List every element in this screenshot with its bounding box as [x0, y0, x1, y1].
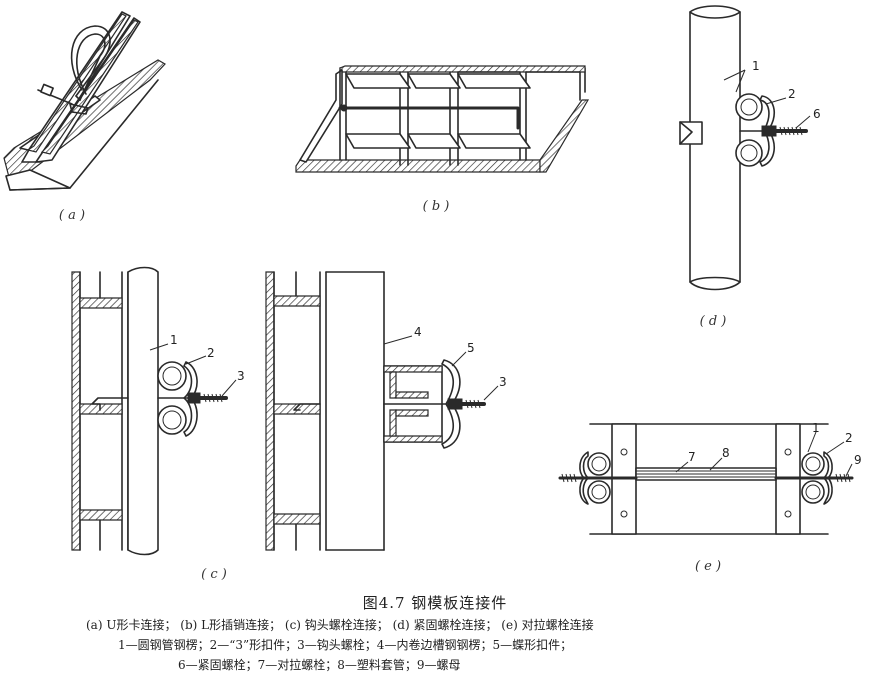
- callout-d-6: 6: [813, 107, 821, 121]
- callout-e-8: 8: [722, 446, 730, 460]
- panel-e-tie-bolt: [558, 423, 854, 535]
- callout-e-7: 7: [688, 450, 696, 464]
- callout-c-3b: 3: [499, 375, 507, 389]
- callout-e-1: 1: [812, 421, 820, 435]
- callout-e-9: 9: [854, 453, 862, 467]
- callout-d-2: 2: [788, 87, 796, 101]
- callout-c-5: 5: [467, 341, 475, 355]
- sublabel-d: ( d ): [700, 314, 727, 329]
- callout-c-1: 1: [170, 333, 178, 347]
- sublabel-c: ( c ): [201, 567, 227, 582]
- panel-c-right: [265, 271, 499, 551]
- panel-d-fastening-bolt: [679, 5, 811, 291]
- sublabel-b: ( b ): [423, 199, 450, 214]
- callout-d-1: 1: [752, 59, 760, 73]
- callout-c-2: 2: [207, 346, 215, 360]
- panel-b-l-pin: [295, 65, 590, 173]
- legend-line-3: 6—紧固螺栓；7—对拉螺栓；8—塑料套管；9—螺母: [178, 658, 461, 672]
- callout-c-3: 3: [237, 369, 245, 383]
- legend-line-1: (a) U形卡连接； (b) L形插销连接； (c) 钩头螺栓连接； (d) 紧…: [86, 618, 594, 632]
- sublabel-e: ( e ): [695, 559, 721, 574]
- figure-caption: 图4.7 钢模板连接件: [362, 594, 508, 612]
- callout-c-4: 4: [414, 325, 422, 339]
- panel-a-u-clip: [3, 11, 166, 191]
- legend-line-2: 1—圆钢管钢楞；2—“3”形扣件；3—钩头螺栓；4—内卷边槽钢钢楞；5—蝶形扣件…: [118, 638, 573, 652]
- callout-e-2: 2: [845, 431, 853, 445]
- panel-c-left: [71, 266, 237, 556]
- sublabel-a: ( a ): [59, 208, 85, 223]
